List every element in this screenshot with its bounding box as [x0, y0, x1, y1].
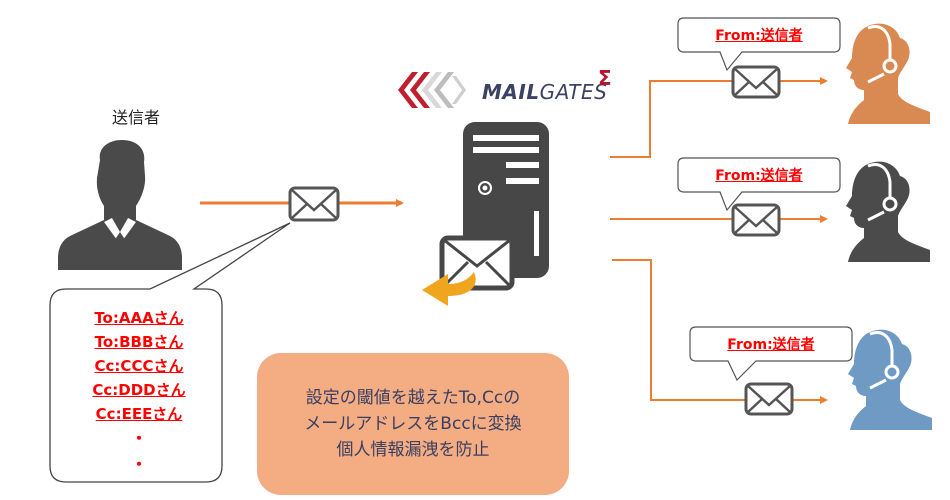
envelope-icon — [288, 186, 340, 222]
recipient-item: Cc:EEEさん — [95, 405, 183, 423]
from-callout-2 — [677, 157, 841, 212]
recipient-item: To:BBBさん — [94, 333, 184, 351]
return-arrow-icon — [422, 272, 476, 306]
mailgates-wordmark: MAILGATES — [482, 80, 607, 104]
recipients-list: To:AAAさん To:BBBさん Cc:CCCさん Cc:DDDさん Cc:E… — [54, 306, 224, 478]
envelope-icon-receiver-3 — [744, 382, 794, 416]
ellipsis-dot: ・ — [130, 455, 147, 474]
receiver-3-headset-icon — [848, 329, 932, 430]
receiver-2-headset-icon — [846, 161, 930, 262]
recipient-item: Cc:DDDさん — [92, 381, 186, 399]
note-line: メールアドレスをBccに変換 — [304, 414, 522, 434]
envelope-icon-receiver-2 — [731, 203, 781, 237]
info-note-box: 設定の閾値を越えたTo,Ccの メールアドレスをBccに変換 個人情報漏洩を防止 — [257, 353, 569, 495]
ellipsis-dot: ・ — [130, 429, 147, 448]
brand-bold: MAIL — [482, 80, 540, 104]
from-label-1: From:送信者 — [715, 28, 803, 44]
note-line: 個人情報漏洩を防止 — [336, 440, 490, 460]
receiver-1-headset-icon — [846, 23, 930, 124]
from-label-2: From:送信者 — [715, 168, 803, 184]
recipients-bubble-outline — [49, 222, 291, 483]
from-callout-1 — [677, 17, 841, 72]
from-label-3: From:送信者 — [727, 337, 815, 353]
note-line: 設定の閾値を越えたTo,Ccの — [305, 388, 521, 408]
server-envelope-icon — [439, 235, 515, 291]
recipient-item: To:AAAさん — [94, 309, 184, 327]
brand-light: GATES — [539, 80, 608, 104]
envelope-icon-receiver-1 — [731, 65, 781, 99]
sender-person-icon — [58, 140, 182, 270]
sender-label: 送信者 — [111, 108, 160, 127]
from-callout-3 — [689, 326, 853, 382]
brand-sigma: Σ — [598, 66, 612, 90]
recipient-item: Cc:CCCさん — [94, 357, 184, 375]
mailgates-logo-icon — [398, 72, 466, 108]
route-line-receiver-1 — [610, 77, 828, 158]
route-line-receiver-3 — [612, 259, 828, 404]
